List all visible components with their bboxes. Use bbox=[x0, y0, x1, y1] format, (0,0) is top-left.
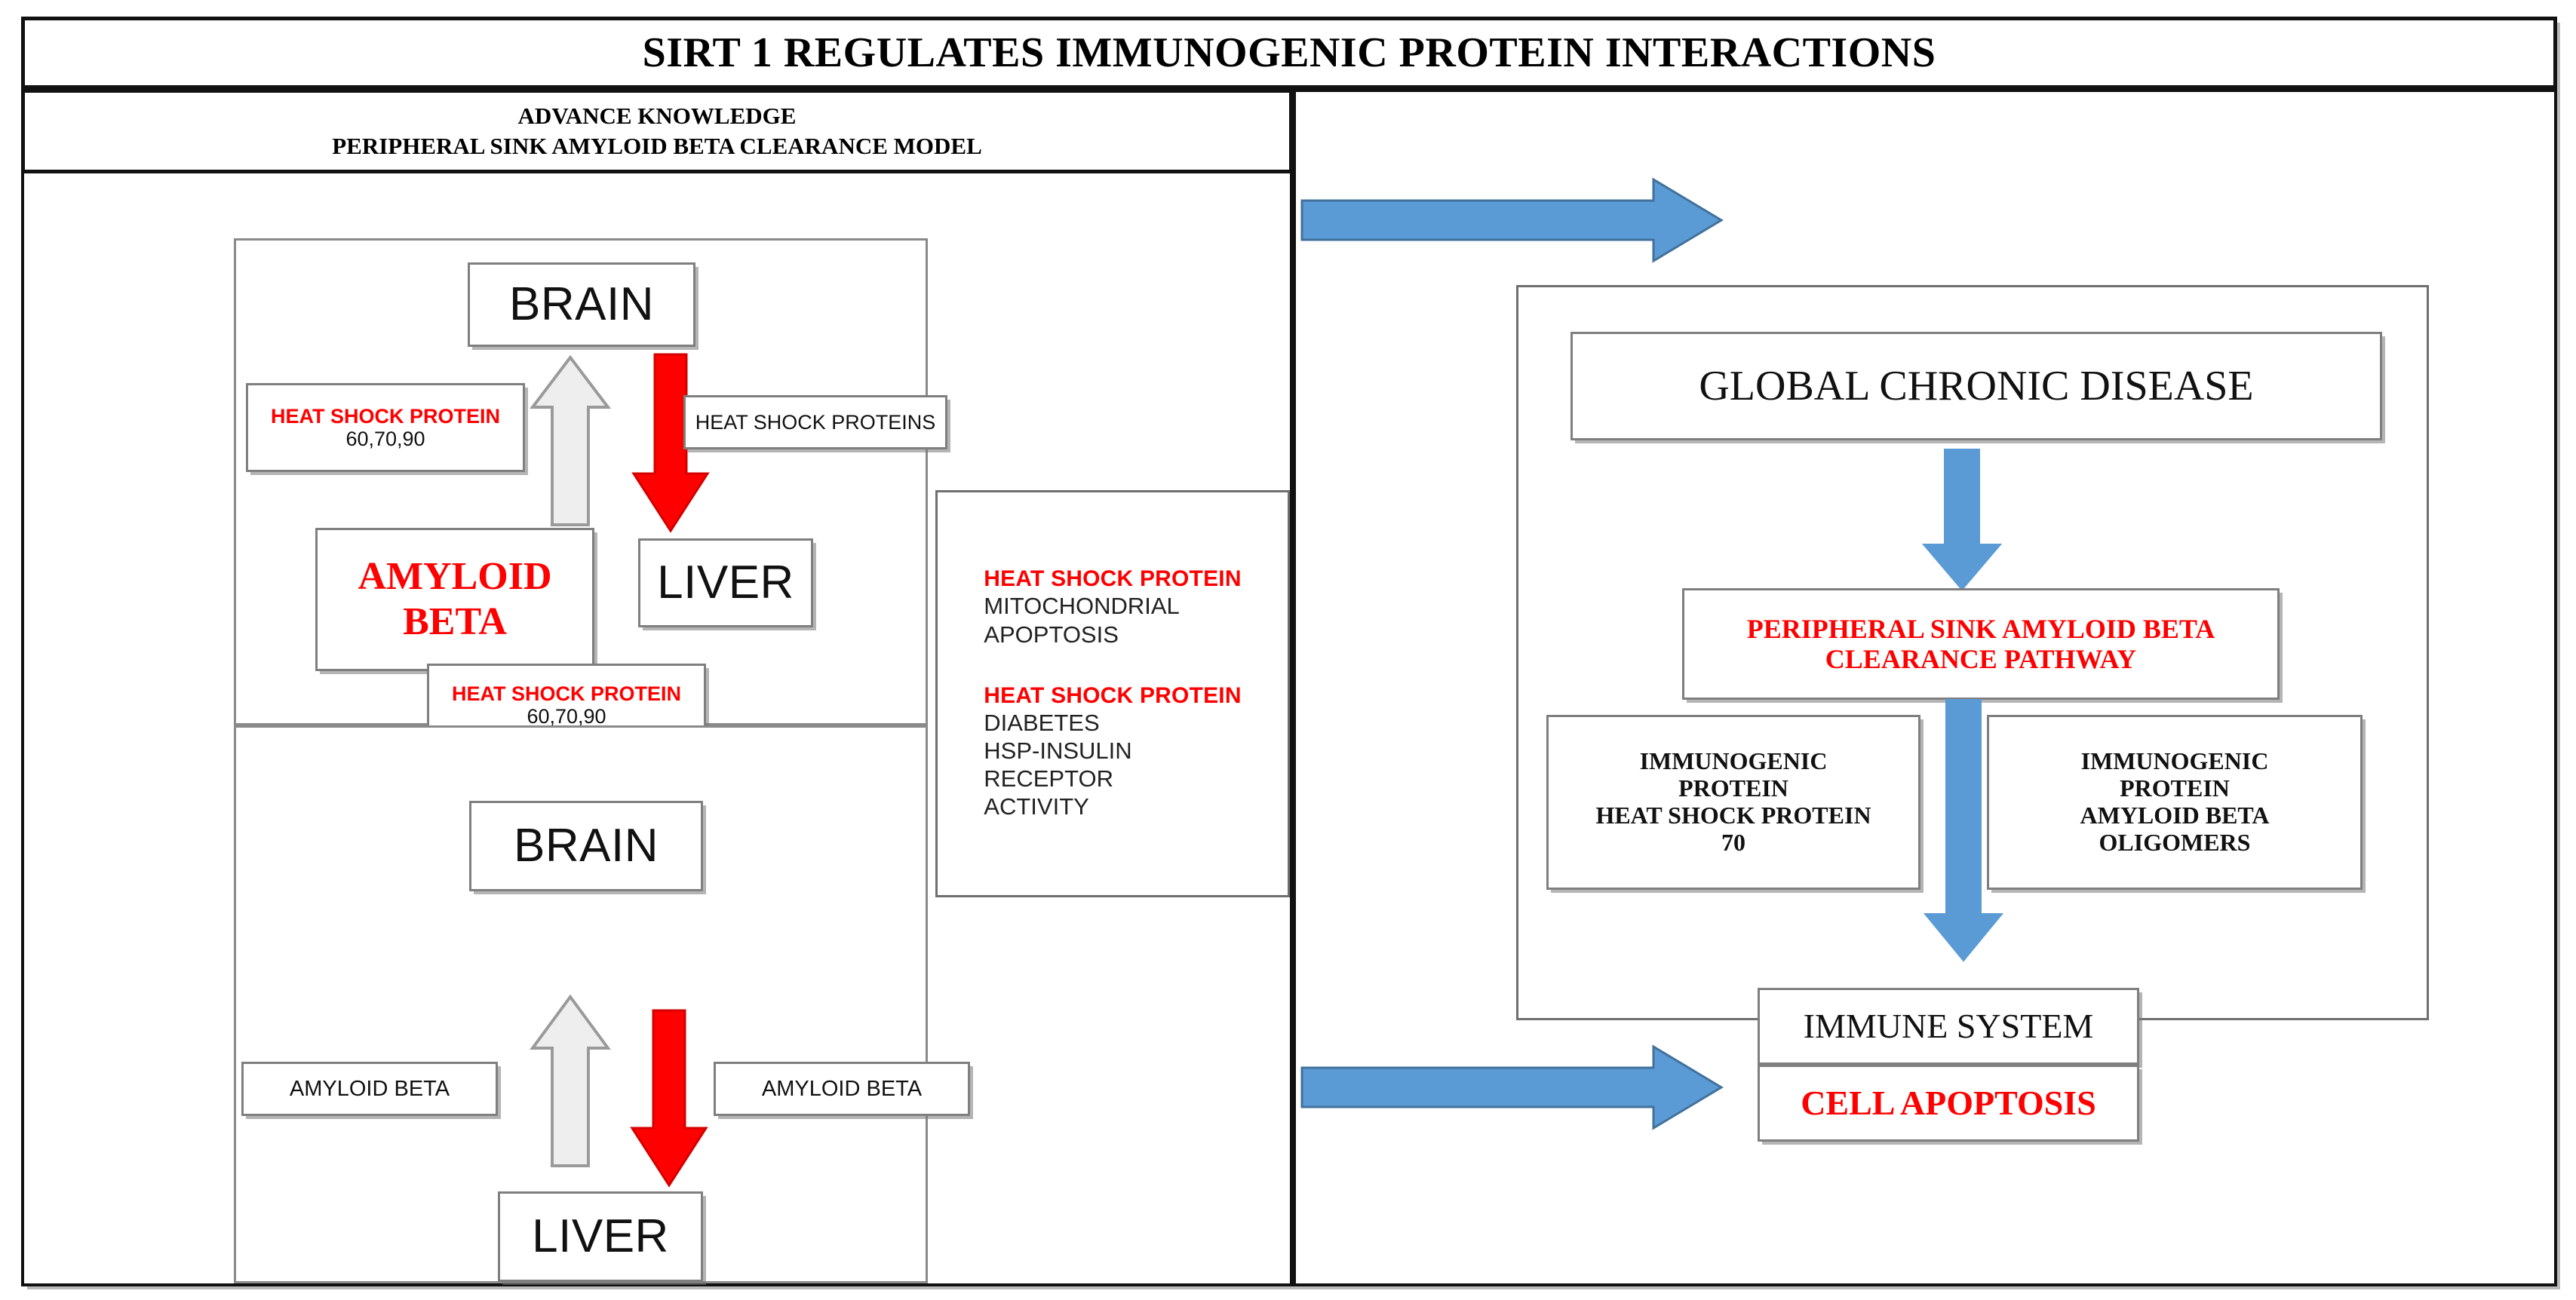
immuno-left-line-2: PROTEIN bbox=[1678, 774, 1788, 802]
liver-box-bottom: LIVER bbox=[498, 1191, 703, 1282]
amyloid-beta-line-1: AMYLOID bbox=[358, 555, 552, 599]
brain-label-top: BRAIN bbox=[509, 278, 654, 331]
global-chronic-disease-box: GLOBAL CHRONIC DISEASE bbox=[1570, 332, 2382, 440]
hsp-top-right-label: HEAT SHOCK PROTEINS bbox=[695, 410, 936, 434]
immuno-left-line-3: HEAT SHOCK PROTEIN bbox=[1595, 802, 1871, 829]
grey-up-arrow-top bbox=[529, 354, 612, 526]
red-down-arrow-bottom bbox=[630, 1009, 708, 1188]
amyloid-beta-left-label: AMYLOID BETA bbox=[289, 1076, 450, 1101]
immuno-right-line-2: PROTEIN bbox=[2120, 774, 2230, 802]
immuno-left-line-4: 70 bbox=[1721, 828, 1745, 856]
blue-right-arrow-bottom bbox=[1300, 1044, 1724, 1130]
immune-system-box: IMMUNE SYSTEM bbox=[1758, 988, 2139, 1065]
immuno-right-line-1: IMMUNOGENIC bbox=[2080, 747, 2269, 775]
pathway-line-1: PERIPHERAL SINK AMYLOID BETA bbox=[1746, 613, 2215, 644]
immuno-right-line-4: OLIGOMERS bbox=[2099, 828, 2251, 856]
red-down-arrow-top bbox=[631, 353, 710, 533]
amyloid-beta-box-left: AMYLOID BETA bbox=[241, 1062, 498, 1116]
amyloid-beta-line-2: BETA bbox=[403, 600, 507, 643]
page-title: SIRT 1 REGULATES IMMUNOGENIC PROTEIN INT… bbox=[642, 29, 1936, 76]
hsp-effect-group-2-line-2: HSP-INSULIN bbox=[984, 737, 1132, 764]
hsp-effect-group-2: HEAT SHOCK PROTEIN DIABETES HSP-INSULIN … bbox=[984, 683, 1241, 821]
hsp-effect-group-1-header: HEAT SHOCK PROTEIN bbox=[984, 566, 1242, 592]
hsp-effect-group-2-line-3: RECEPTOR bbox=[984, 765, 1113, 793]
pathway-line-2: CLEARANCE PATHWAY bbox=[1825, 644, 2137, 674]
liver-label-bottom: LIVER bbox=[532, 1210, 669, 1263]
liver-label-top: LIVER bbox=[657, 556, 794, 609]
immunogenic-protein-amyloid-oligomers-box: IMMUNOGENIC PROTEIN AMYLOID BETA OLIGOME… bbox=[1987, 715, 2363, 890]
immuno-right-line-3: AMYLOID BETA bbox=[2080, 802, 2270, 829]
heat-shock-protein-effects-panel: HEAT SHOCK PROTEIN MITOCHONDRIAL APOPTOS… bbox=[935, 490, 1290, 897]
hsp-effect-group-2-header: HEAT SHOCK PROTEIN bbox=[984, 682, 1242, 708]
cell-apoptosis-label: CELL APOPTOSIS bbox=[1801, 1084, 2096, 1123]
blue-down-arrow-disease-to-pathway bbox=[1921, 449, 2003, 591]
hsp-top-left-line-1: HEAT SHOCK PROTEIN bbox=[270, 404, 500, 428]
amyloid-beta-box-right: AMYLOID BETA bbox=[714, 1062, 970, 1116]
hsp-box-top-left: HEAT SHOCK PROTEIN 60,70,90 bbox=[246, 383, 525, 472]
hsp-top-bottom-line-1: HEAT SHOCK PROTEIN bbox=[451, 682, 681, 705]
immunogenic-protein-hsp70-box: IMMUNOGENIC PROTEIN HEAT SHOCK PROTEIN 7… bbox=[1546, 715, 1920, 890]
hsp-top-left-line-2: 60,70,90 bbox=[345, 428, 425, 450]
cell-apoptosis-box: CELL APOPTOSIS bbox=[1758, 1065, 2139, 1142]
grey-up-arrow-bottom bbox=[530, 994, 611, 1167]
immuno-left-line-1: IMMUNOGENIC bbox=[1639, 747, 1828, 775]
hsp-top-bottom-line-2: 60,70,90 bbox=[527, 705, 606, 728]
brain-box-top: BRAIN bbox=[468, 262, 695, 347]
hsp-effect-group-1: HEAT SHOCK PROTEIN MITOCHONDRIAL APOPTOS… bbox=[984, 566, 1241, 648]
advance-knowledge-line-1: ADVANCE KNOWLEDGE bbox=[517, 103, 797, 130]
amyloid-beta-box-top: AMYLOID BETA bbox=[315, 528, 594, 671]
amyloid-beta-right-label: AMYLOID BETA bbox=[761, 1076, 923, 1101]
hsp-effect-group-1-line-2: APOPTOSIS bbox=[984, 621, 1119, 648]
brain-label-bottom: BRAIN bbox=[514, 820, 659, 872]
advance-knowledge-line-2: PERIPHERAL SINK AMYLOID BETA CLEARANCE M… bbox=[332, 133, 982, 159]
immune-system-label: IMMUNE SYSTEM bbox=[1803, 1007, 2094, 1046]
hsp-box-top-right: HEAT SHOCK PROTEINS bbox=[683, 395, 947, 449]
hsp-effect-group-2-line-4: ACTIVITY bbox=[984, 793, 1089, 820]
peripheral-sink-pathway-box: PERIPHERAL SINK AMYLOID BETA CLEARANCE P… bbox=[1682, 588, 2280, 700]
advance-knowledge-header: ADVANCE KNOWLEDGE PERIPHERAL SINK AMYLOI… bbox=[21, 89, 1293, 173]
brain-box-bottom: BRAIN bbox=[469, 801, 703, 891]
liver-box-top: LIVER bbox=[638, 538, 813, 627]
blue-down-arrow-pathway-to-immune bbox=[1923, 699, 2004, 962]
global-chronic-disease-label: GLOBAL CHRONIC DISEASE bbox=[1699, 362, 2254, 409]
hsp-effect-group-1-line-1: MITOCHONDRIAL bbox=[984, 593, 1180, 620]
diagram-title-band: SIRT 1 REGULATES IMMUNOGENIC PROTEIN INT… bbox=[21, 17, 2557, 89]
blue-right-arrow-top bbox=[1300, 177, 1724, 263]
hsp-effect-group-2-line-1: DIABETES bbox=[984, 709, 1100, 736]
